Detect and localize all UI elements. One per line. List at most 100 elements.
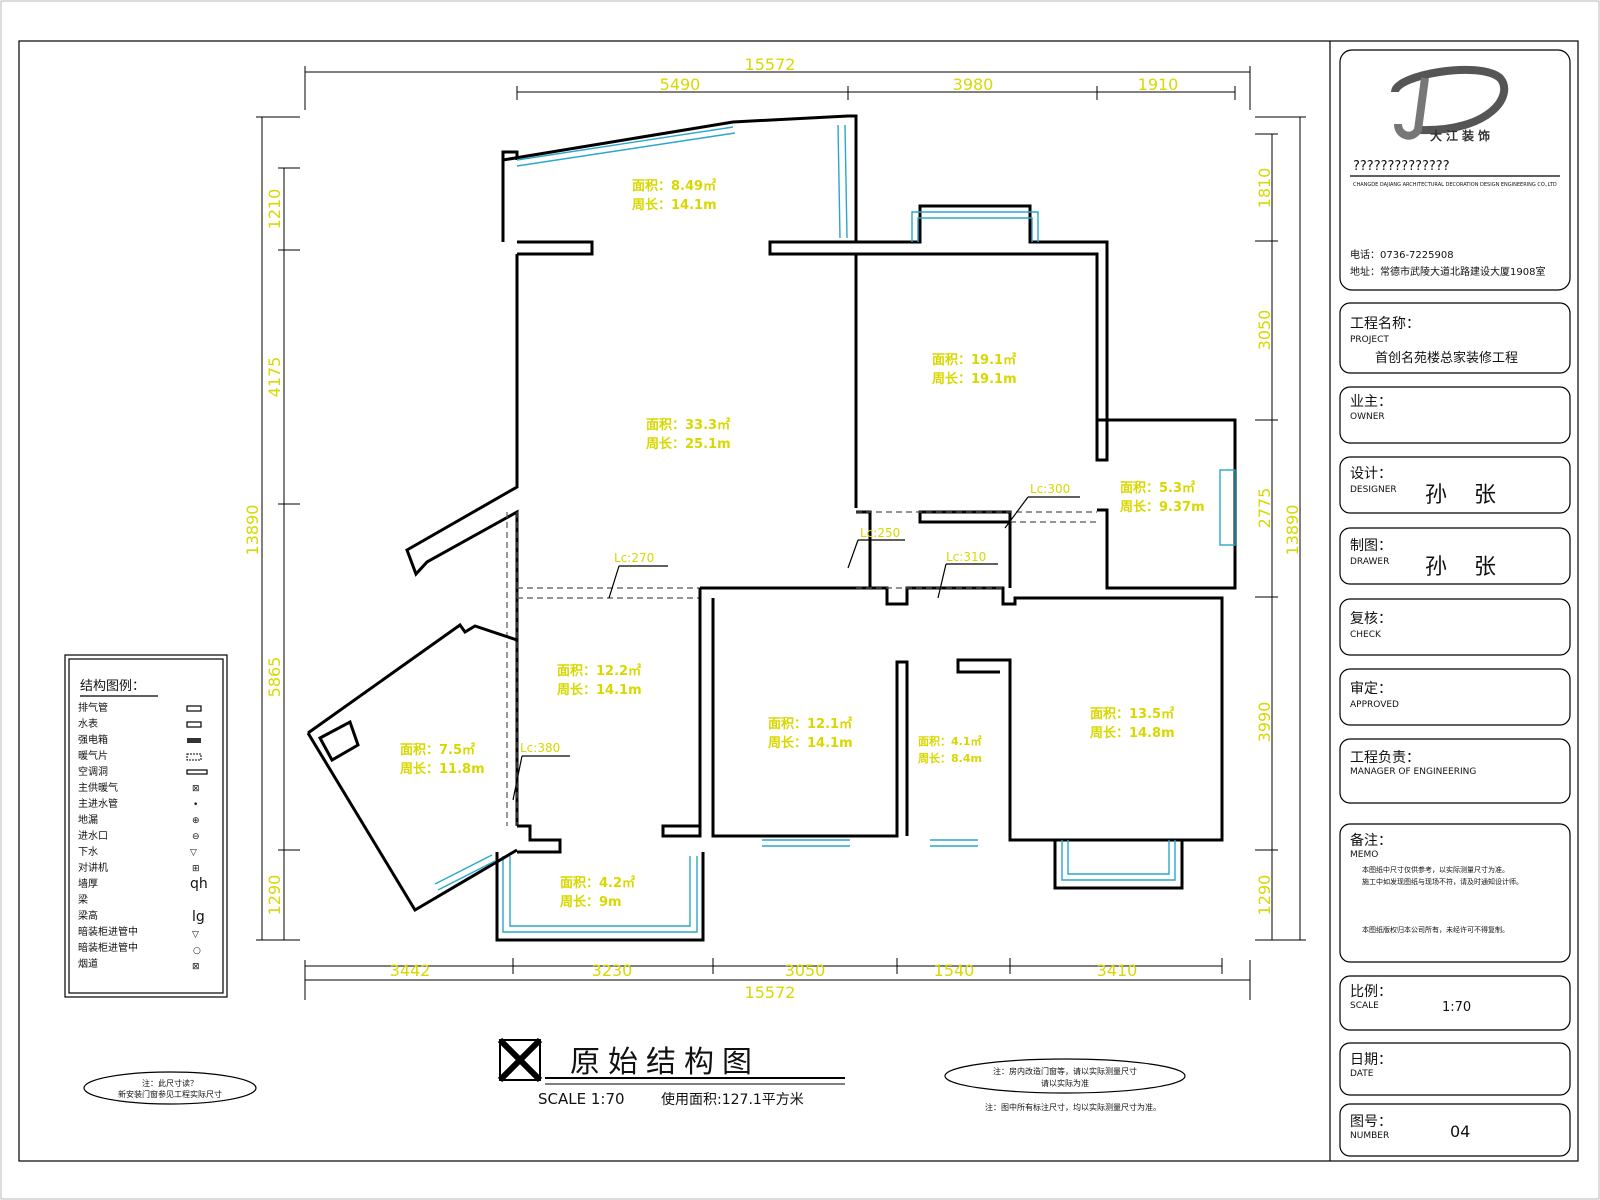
- designer-name: 孙 张: [1425, 483, 1506, 508]
- dim-left-1: 1210: [265, 189, 284, 230]
- beam-labels: Lc:300 Lc:270 Lc:250 Lc:310 Lc:380: [520, 482, 1070, 755]
- room-perimeter: 周长：9m: [560, 894, 622, 910]
- designer-label-en: DESIGNER: [1350, 485, 1397, 495]
- room-area: 面积：12.2㎡: [557, 663, 641, 679]
- room-perimeter: 周长：14.1m: [768, 735, 853, 751]
- memo-label: 备注：: [1350, 832, 1392, 849]
- room-perimeter: 周长：14.1m: [632, 197, 717, 213]
- drawer-name: 孙 张: [1425, 555, 1506, 580]
- room-labels: 面积：8.49㎡ 周长：14.1m 面积：33.3㎡ 周长：25.1m 面积：1…: [400, 178, 1205, 910]
- dim-bottom-4: 1540: [934, 961, 975, 980]
- dim-top-3: 1910: [1138, 75, 1179, 94]
- number-label-en: NUMBER: [1350, 1131, 1389, 1141]
- svg-text:▽: ▽: [190, 848, 197, 858]
- owner-label: 业主：: [1350, 394, 1392, 410]
- legend-item: 暖气片: [78, 749, 108, 762]
- room-area: 面积：4.2㎡: [560, 875, 635, 891]
- dim-bottom-3: 3050: [785, 961, 826, 980]
- svg-text:⊠: ⊠: [192, 962, 200, 972]
- legend-symbols: ⊠ • ⊕ ⊖ ▽ ⊞ qh lg ▽ ○ ⊠: [186, 705, 208, 972]
- room-area: 面积：7.5㎡: [400, 742, 475, 758]
- dim-left-3: 5865: [265, 657, 284, 698]
- approved-label-en: APPROVED: [1350, 700, 1399, 710]
- room-area: 面积：12.1㎡: [768, 716, 852, 732]
- dim-top-2: 3980: [953, 75, 994, 94]
- svg-text:⊕: ⊕: [192, 816, 200, 826]
- number-label: 图号：: [1350, 1114, 1392, 1130]
- sheet-frame: [18, 40, 1579, 1162]
- legend-item: 空调洞: [78, 765, 108, 778]
- dim-top-total: 15572: [745, 55, 796, 74]
- room-area: 面积：19.1㎡: [932, 352, 1016, 368]
- memo-text: 本图纸版权归本公司所有，未经许可不得复制。: [1362, 925, 1509, 934]
- legend-item: 暗装柜进管中: [78, 941, 138, 954]
- dim-bottom-5: 3410: [1097, 961, 1138, 980]
- check-label-en: CHECK: [1350, 630, 1382, 640]
- structure-legend: 结构图例： 排气管 水表 强电箱 暖气片 空调洞 主供暖气 主进水管 地漏 进水…: [64, 654, 228, 998]
- svg-text:•: •: [193, 800, 198, 810]
- dimensions-bottom: 15572 3442 3230 3050 1540 3410: [304, 958, 1251, 1002]
- svg-text:▽: ▽: [192, 930, 199, 940]
- dimensions-left: 13890 1210 4175 5865 1290: [243, 116, 300, 941]
- dim-left-4: 1290: [265, 875, 284, 916]
- legend-item: 主进水管: [78, 797, 118, 810]
- room-area: 面积：8.49㎡: [632, 178, 716, 194]
- beam-label: Lc:380: [520, 741, 560, 755]
- note-bottom: 注：图中所有标注尺寸，均以实际测量尺寸为准。: [985, 1102, 1161, 1112]
- room-perimeter: 周长：14.1m: [557, 682, 642, 698]
- designer-label: 设计：: [1350, 466, 1392, 482]
- dim-right-total: 13890: [1283, 505, 1302, 556]
- drawing-title: 原始结构图: [570, 1045, 760, 1080]
- room-area: 面积：5.3㎡: [1120, 480, 1195, 496]
- beam-label: Lc:250: [860, 526, 900, 540]
- drawer-label-en: DRAWER: [1350, 557, 1389, 567]
- scale-value: 1:70: [1442, 1000, 1471, 1015]
- room-perimeter: 周长：25.1m: [646, 436, 731, 452]
- dim-bottom-2: 3230: [592, 961, 633, 980]
- number-value: 04: [1450, 1122, 1470, 1141]
- legend-item: 下水: [78, 846, 98, 858]
- legend-item: 暗装柜进管中: [78, 925, 138, 938]
- scale-label-en: SCALE: [1350, 1001, 1379, 1011]
- beam-label: Lc:270: [614, 551, 654, 565]
- svg-text:⊠: ⊠: [192, 784, 200, 794]
- room-perimeter: 周长：8.4m: [918, 751, 982, 765]
- drawing-scale: SCALE 1:70: [538, 1090, 625, 1108]
- svg-text:⊖: ⊖: [192, 832, 200, 842]
- dim-right-1: 1810: [1255, 168, 1274, 209]
- project-name: 首创名苑楼总家装修工程: [1375, 350, 1518, 366]
- note-left-1: 注：此尺寸读？: [142, 1078, 198, 1088]
- legend-title: 结构图例：: [80, 679, 145, 694]
- legend-item: 梁高: [78, 909, 98, 922]
- note-right-2: 请以实际为准: [1041, 1078, 1089, 1088]
- owner-label-en: OWNER: [1350, 412, 1385, 422]
- dim-right-3: 2775: [1255, 488, 1274, 529]
- legend-symbol-lg: lg: [192, 909, 205, 925]
- room-area: 面积：33.3㎡: [646, 417, 730, 433]
- notes: 注：此尺寸读？ 新安装门窗参见工程实际尺寸 注：房内改造门窗等，请以实际测量尺寸…: [83, 1058, 1186, 1112]
- check-label: 复核：: [1350, 610, 1392, 627]
- dim-left-total: 13890: [243, 505, 262, 556]
- dim-right-4: 3990: [1255, 702, 1274, 743]
- note-right-1: 注：房内改造门窗等，请以实际测量尺寸: [993, 1066, 1137, 1076]
- dim-bottom-total: 15572: [745, 983, 796, 1002]
- company-name-en: CHANGDE DAJIANG ARCHITECTURAL DECORATION…: [1353, 182, 1557, 188]
- legend-item: 烟道: [78, 957, 98, 970]
- legend-item: 墙厚: [78, 877, 98, 890]
- dim-top-1: 5490: [660, 75, 701, 94]
- memo-text: 施工中如发现图纸与现场不符，请及时通知设计师。: [1362, 877, 1523, 886]
- room-perimeter: 周长：19.1m: [932, 371, 1017, 387]
- legend-item: 对讲机: [78, 861, 108, 874]
- title-marker-icon: [497, 1037, 543, 1083]
- dim-right-5: 1290: [1255, 875, 1274, 916]
- legend-item: 主供暖气: [78, 781, 118, 794]
- legend-item: 水表: [78, 717, 98, 730]
- company-phone: 电话：0736-7225908: [1350, 248, 1454, 261]
- date-label: 日期：: [1350, 1052, 1392, 1068]
- company-name: ??????????????: [1353, 159, 1450, 174]
- legend-symbol-qh: qh: [190, 876, 208, 892]
- scale-label: 比例：: [1350, 984, 1392, 1000]
- drawing-title-block: 原始结构图 SCALE 1:70 使用面积:127.1平方米: [497, 1037, 845, 1108]
- title-block: 大江装饰 ?????????????? CHANGDE DAJIANG ARCH…: [1339, 49, 1571, 1157]
